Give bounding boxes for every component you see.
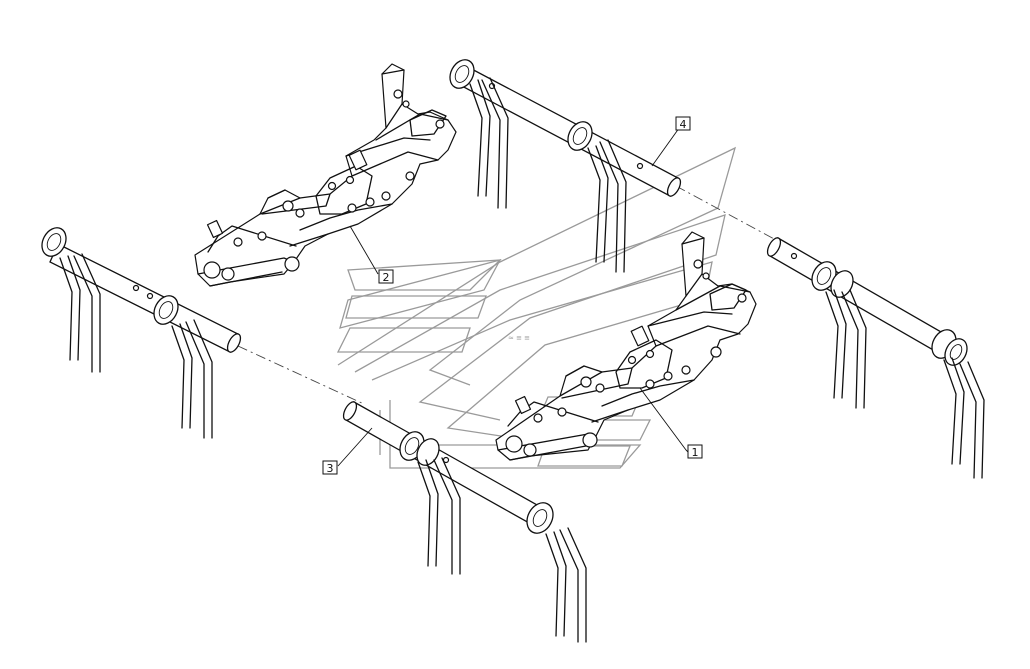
tine-bar-lower	[342, 401, 587, 643]
callout-1-label: 1	[692, 446, 699, 459]
callout-1: 1	[687, 444, 703, 459]
callout-3-label: 3	[327, 462, 334, 475]
hitch-bracket-lower	[495, 231, 757, 461]
svg-text:≈ ≡ ≡: ≈ ≡ ≡	[508, 334, 530, 342]
callout-4-label: 4	[680, 118, 687, 131]
alignment-lines	[237, 185, 777, 405]
tine-bar-left	[41, 227, 242, 439]
callout-4: 4	[675, 116, 691, 131]
callout-2: 2	[378, 269, 394, 284]
tine-bar-right	[766, 237, 985, 479]
callout-3: 3	[322, 460, 338, 475]
hitch-bracket-upper	[194, 63, 457, 287]
callout-leaders	[337, 123, 689, 467]
tine-bar-upper	[449, 59, 682, 273]
callout-2-label: 2	[383, 271, 390, 284]
